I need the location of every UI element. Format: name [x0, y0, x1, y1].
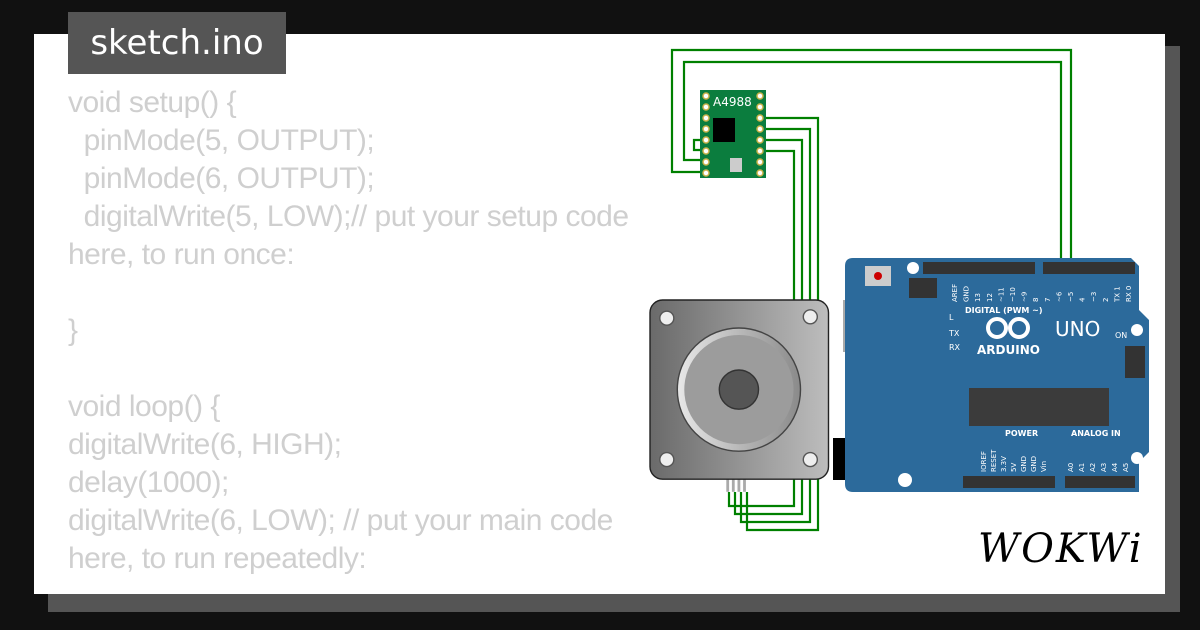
- pin-label: GND: [963, 286, 971, 302]
- arduino-brand: ARDUINO: [977, 343, 1040, 357]
- pin-label: ~5: [1067, 292, 1075, 302]
- driver-pin: [756, 158, 764, 166]
- pin-label: A2: [1089, 463, 1097, 472]
- pin-label: IOREF: [980, 451, 988, 472]
- pin-label: A3: [1100, 463, 1108, 472]
- pin-label: 3.3V: [1000, 456, 1008, 472]
- pin-label: ~6: [1055, 291, 1063, 302]
- analog-label: ANALOG IN: [1071, 429, 1121, 438]
- driver-pin: [702, 169, 710, 177]
- pin-label: 13: [974, 293, 982, 302]
- wire-coil-2: [739, 127, 812, 524]
- pin-label: 7: [1044, 298, 1052, 302]
- pin-label: A0: [1067, 463, 1075, 472]
- code-line: pinMode(6, OUTPUT);: [68, 162, 375, 195]
- pin-label: GND: [1020, 456, 1028, 472]
- code-line: pinMode(5, OUTPUT);: [68, 124, 375, 157]
- pin-label: TX: [948, 329, 960, 338]
- code-line: delay(1000);: [68, 466, 229, 499]
- pin-label: ~3: [1090, 292, 1098, 302]
- pin-label: RX: [949, 343, 961, 352]
- pin-label: ~11: [997, 287, 1005, 302]
- pin-label: ~10: [1009, 287, 1017, 302]
- driver-pin: [756, 114, 764, 122]
- pin-label: RESET: [990, 449, 998, 472]
- a4988-driver[interactable]: A4988: [700, 90, 766, 178]
- code-line: }: [68, 314, 78, 347]
- pin-label: ~9: [1021, 292, 1029, 302]
- pin-label: 5V: [1010, 463, 1018, 472]
- wokwi-logo: WOKWi: [978, 526, 1144, 572]
- driver-pin: [756, 136, 764, 144]
- wire-coil-1: [745, 116, 820, 532]
- pin-label: GND: [1030, 456, 1038, 472]
- pin-label: A1: [1078, 463, 1086, 472]
- driver-pin: [702, 103, 710, 111]
- wire-dir: [682, 60, 1063, 262]
- driver-pin: [702, 114, 710, 122]
- code-listing: void setup() { pinMode(5, OUTPUT); pinMo…: [68, 84, 638, 578]
- driver-pin: [756, 103, 764, 111]
- driver-pin: [702, 125, 710, 133]
- code-line: digitalWrite(6, HIGH);: [68, 428, 342, 461]
- driver-pin: [702, 136, 710, 144]
- driver-pin: [702, 147, 710, 155]
- arduino-uno[interactable]: DIGITAL (PWM ~) ARDUINO UNO ON POWER ANA…: [833, 258, 1149, 492]
- arduino-model: UNO: [1055, 317, 1100, 341]
- wire-step: [670, 48, 1073, 262]
- wire-coil-4: [727, 149, 796, 508]
- pin-label: 2: [1102, 298, 1110, 302]
- on-label: ON: [1115, 331, 1127, 340]
- driver-pin: [702, 158, 710, 166]
- driver-pin: [702, 92, 710, 100]
- pin-label: 12: [986, 293, 994, 302]
- power-label: POWER: [1005, 429, 1038, 438]
- digital-label: DIGITAL (PWM ~): [965, 306, 1043, 315]
- pin-label: 4: [1079, 297, 1087, 302]
- pin-label: RX 0: [1125, 286, 1133, 302]
- code-line: digitalWrite(6, LOW); // put your main c…: [68, 504, 621, 575]
- pin-label: L: [949, 313, 954, 322]
- code-line: digitalWrite(5, LOW);// put your setup c…: [68, 200, 637, 271]
- pin-label: TX 1: [1113, 286, 1121, 303]
- driver-pin: [756, 92, 764, 100]
- pin-label: A5: [1122, 463, 1130, 472]
- pin-label: A4: [1111, 462, 1119, 472]
- pin-label: AREF: [951, 284, 959, 302]
- pin-label: 8: [1032, 298, 1040, 302]
- file-tab[interactable]: sketch.ino: [68, 12, 286, 74]
- code-line: void loop() {: [68, 390, 220, 423]
- code-line: void setup() {: [68, 86, 237, 119]
- driver-pin: [756, 147, 764, 155]
- wires: [670, 48, 1073, 532]
- pin-label: Vin: [1040, 461, 1048, 472]
- driver-pin: [756, 169, 764, 177]
- driver-label: A4988: [713, 95, 752, 109]
- driver-pin: [756, 125, 764, 133]
- stepper-motor[interactable]: [649, 299, 830, 492]
